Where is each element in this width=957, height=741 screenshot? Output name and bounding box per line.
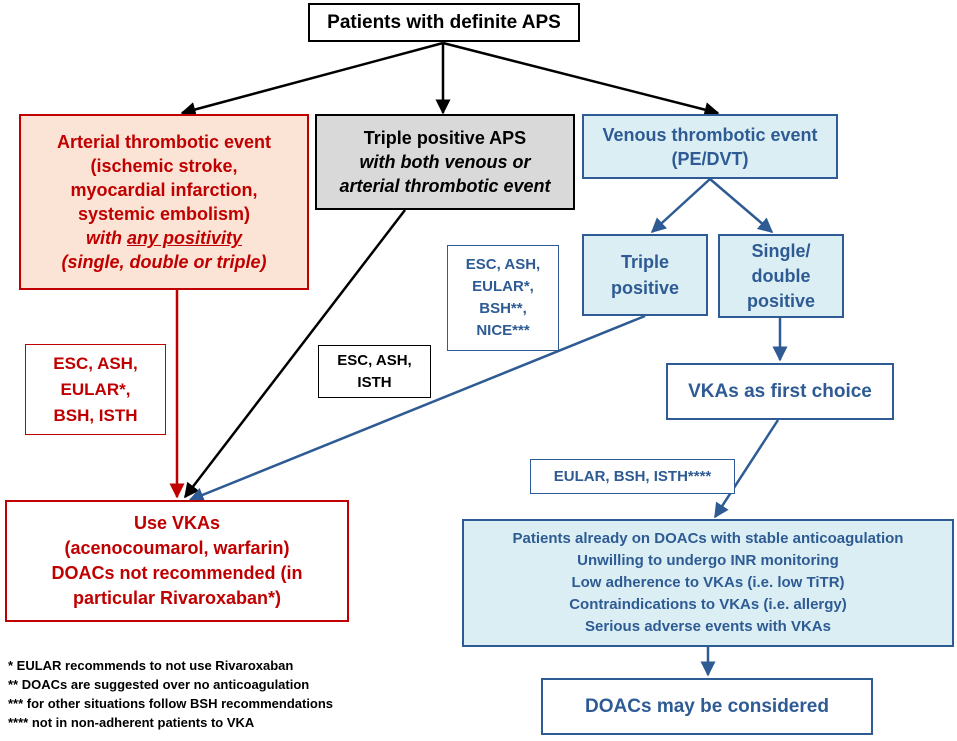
guideline-blue-line-3: BSH**, [479, 300, 527, 317]
doac-condition-2: Unwilling to undergo INR monitoring [577, 552, 839, 569]
guideline-red-line-2: EULAR*, [60, 379, 131, 399]
arterial-any-positivity: any positivity [126, 228, 243, 248]
triple-aps-line-2: arterial thrombotic event [339, 176, 551, 196]
triple-positive-line-1: Triple [620, 252, 669, 272]
guideline-red-line-1: ESC, ASH, [53, 353, 138, 373]
arterial-positivity-line: with any positivity [86, 226, 242, 250]
arterial-event-box: Arterial thrombotic event (ischemic stro… [19, 114, 309, 290]
vkas-first-choice-box: VKAs as first choice [666, 363, 894, 420]
triple-aps-line-1: with both venous or [359, 152, 531, 172]
venous-event-box: Venous thrombotic event (PE/DVT) [582, 114, 838, 179]
footnote-1: * EULAR recommends to not use Rivaroxaba… [8, 658, 294, 673]
guideline-black-line-2: ISTH [357, 373, 392, 391]
use-vkas-line-3: DOACs not recommended (in [51, 563, 303, 583]
single-double-positive-box: Single/ double positive [718, 234, 844, 318]
triple-positive-box: Triple positive [582, 234, 708, 316]
footnote-4: **** not in non-adherent patients to VKA [8, 715, 255, 730]
triple-positive-aps-box: Triple positive APS with both venous or … [315, 114, 575, 210]
single-double-line-3: positive [746, 290, 816, 311]
arterial-paren: (single, double or triple) [61, 252, 267, 272]
use-vkas-line-2: (acenocoumarol, warfarin) [64, 538, 290, 558]
doacs-considered-box: DOACs may be considered [541, 678, 873, 735]
use-vkas-box: Use VKAs (acenocoumarol, warfarin) DOACs… [5, 500, 349, 622]
guideline-blue-line-4: NICE*** [476, 322, 530, 339]
doac-condition-4: Contraindications to VKAs (i.e. allergy) [569, 596, 847, 613]
vkas-first-choice-label: VKAs as first choice [688, 380, 872, 402]
doac-conditions-box: Patients already on DOACs with stable an… [462, 519, 954, 647]
guideline-blue2-label: EULAR, BSH, ISTH**** [553, 468, 712, 485]
footnote-2: ** DOACs are suggested over no anticoagu… [8, 677, 310, 692]
arterial-with-prefix: with [85, 228, 127, 248]
root-title: Patients with definite APS [327, 11, 561, 33]
venous-line-1: Venous thrombotic event [602, 124, 818, 145]
doac-condition-3: Low adherence to VKAs (i.e. low TiTR) [571, 574, 845, 591]
footnote-3: *** for other situations follow BSH reco… [8, 696, 334, 711]
doac-condition-1: Patients already on DOACs with stable an… [512, 530, 904, 547]
guideline-blue-box: ESC, ASH, EULAR*, BSH**, NICE*** [447, 245, 559, 351]
doacs-considered-label: DOACs may be considered [585, 695, 829, 717]
arterial-line-1: Arterial thrombotic event [56, 132, 272, 152]
guideline-red-box: ESC, ASH, EULAR*, BSH, ISTH [25, 344, 166, 435]
arterial-line-3: myocardial infarction, [70, 180, 258, 200]
single-double-line-1: Single/ [751, 240, 811, 261]
guideline-blue-line-2: EULAR*, [472, 278, 534, 295]
arterial-line-4: systemic embolism) [77, 204, 251, 224]
arrow-venous-to-triple-positive [650, 178, 711, 234]
triple-aps-title: Triple positive APS [363, 128, 527, 148]
guideline-black-box: ESC, ASH, ISTH [318, 345, 431, 398]
single-double-line-2: double [751, 265, 811, 286]
guideline-black-line-1: ESC, ASH, [337, 351, 412, 369]
doac-condition-5: Serious adverse events with VKAs [585, 618, 831, 635]
guideline-blue2-box: EULAR, BSH, ISTH**** [530, 459, 735, 494]
use-vkas-line-4: particular Rivaroxaban*) [72, 588, 282, 608]
use-vkas-line-1: Use VKAs [133, 513, 221, 533]
guideline-blue-line-1: ESC, ASH, [465, 256, 541, 273]
arrow-root-to-arterial [180, 41, 444, 117]
arterial-line-2: (ischemic stroke, [90, 156, 238, 176]
guideline-red-line-3: BSH, ISTH [53, 405, 138, 425]
arrow-root-to-venous [442, 41, 720, 117]
triple-positive-line-2: positive [610, 278, 680, 298]
venous-line-2: (PE/DVT) [671, 148, 749, 169]
arrow-venous-to-single-double [709, 178, 774, 233]
footnotes: * EULAR recommends to not use Rivaroxaba… [8, 656, 333, 732]
root-box: Patients with definite APS [308, 3, 580, 42]
